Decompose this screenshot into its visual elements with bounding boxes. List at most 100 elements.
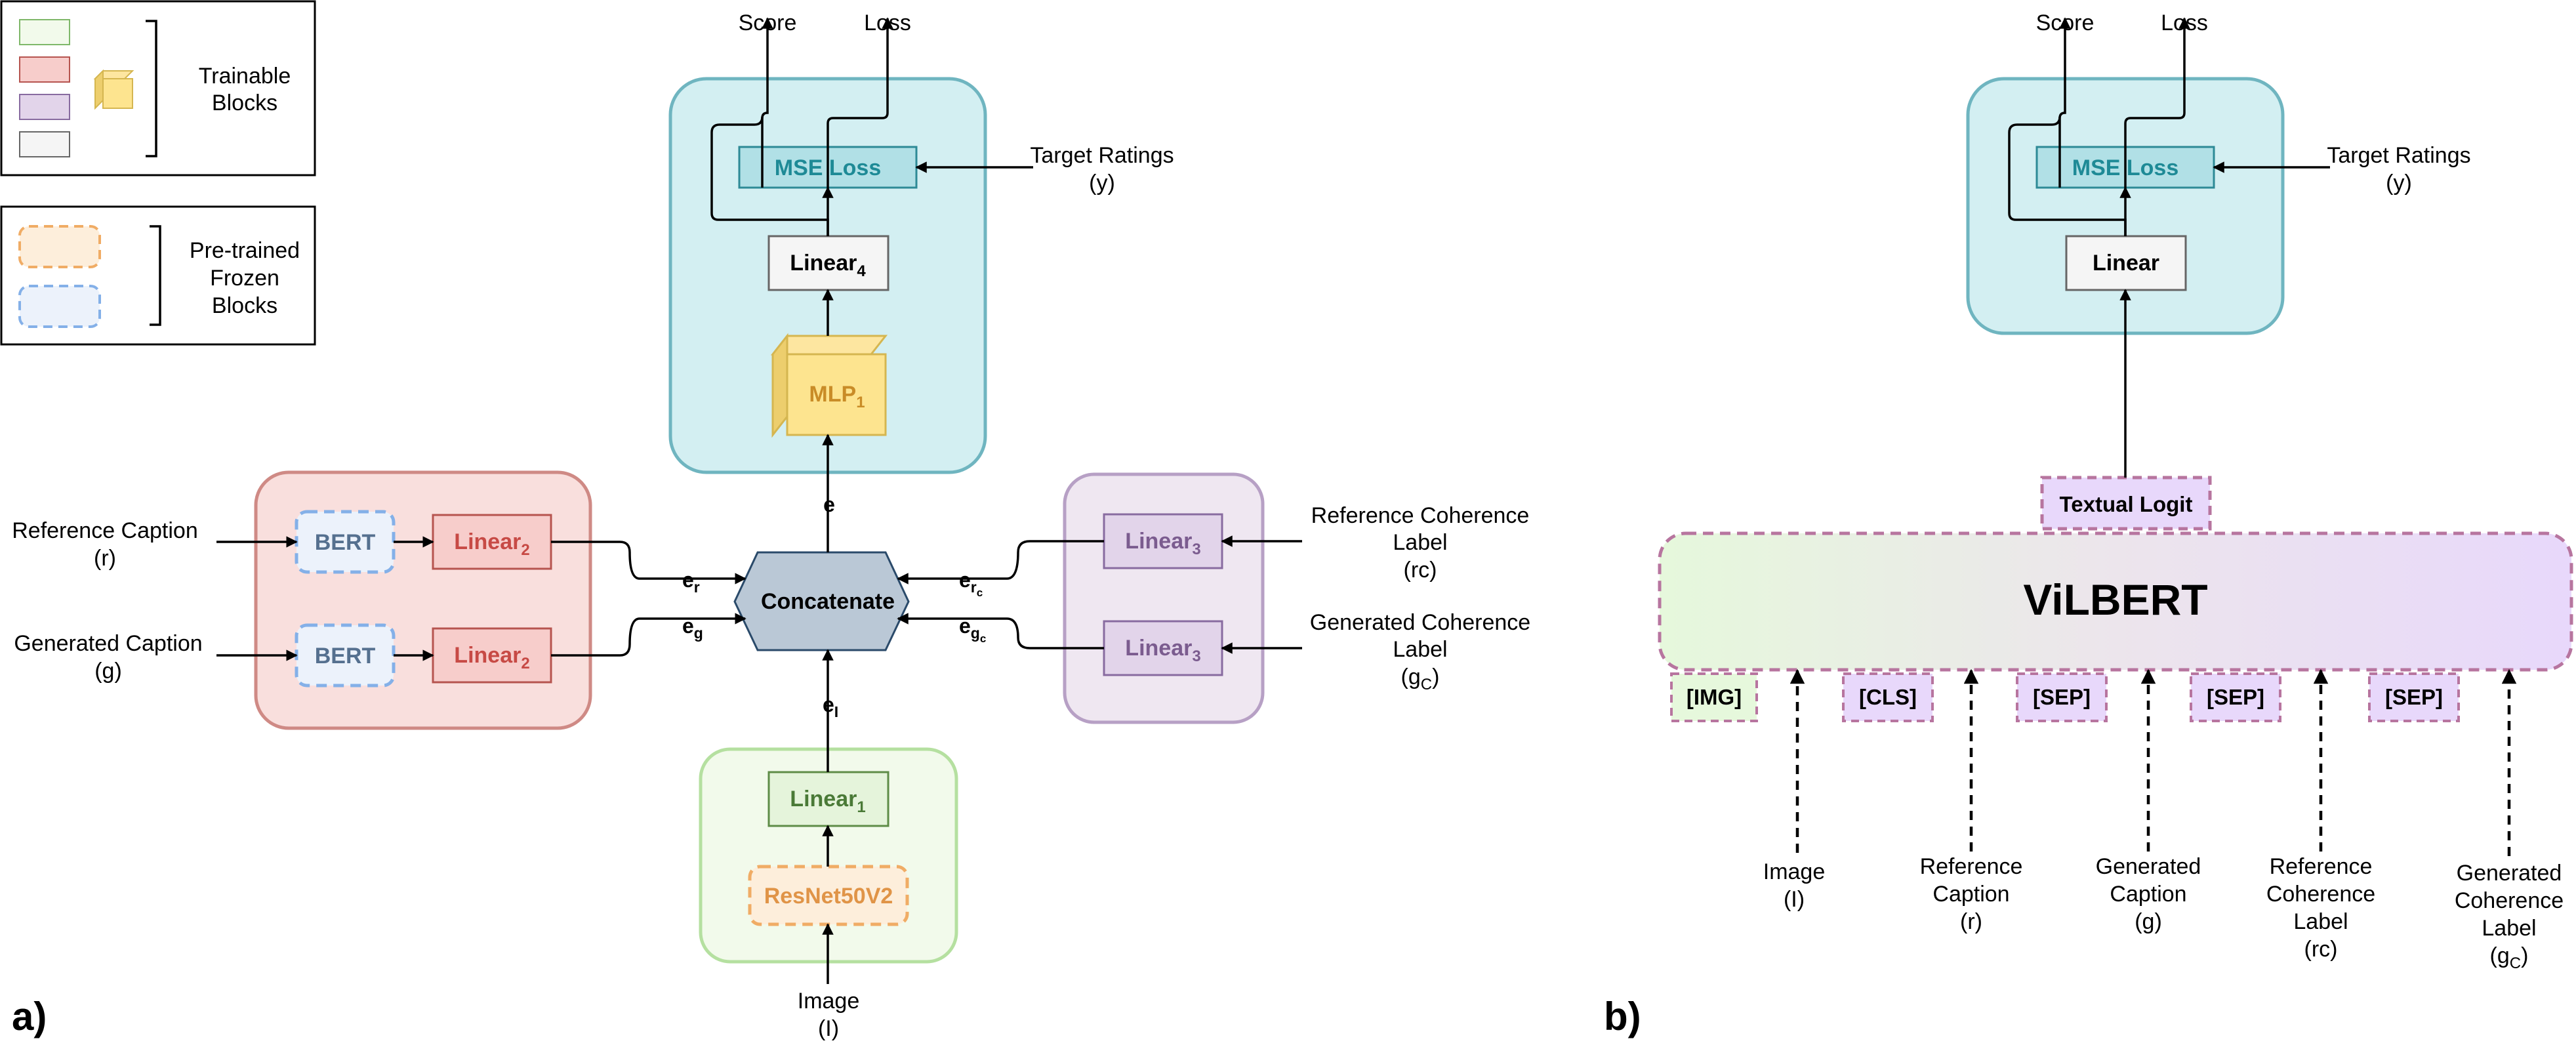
gen-caption-line2: (g) [94,659,122,684]
mlp1-label: MLP1 [809,382,865,411]
b-linear-block [2065,235,2187,291]
image-input-line1: Image [798,989,860,1014]
token-img-label: [IMG] [1687,685,1742,709]
b-target-line2: (y) [2386,171,2412,195]
legend-frozen-line2: Frozen [210,266,279,291]
vilbert-label: ViLBERT [2023,575,2207,624]
diagram-a: Score Loss MSE Loss Target Ratings (y) L… [12,10,1530,1041]
edge-linear2-ref-to-concat [551,541,746,585]
edge-linear3-ref-to-concat [897,540,1104,585]
linear4-block [767,235,889,291]
textual-logit-block [2040,476,2212,531]
bert-ref-label: BERT [315,530,376,555]
diagram-a-edges [216,17,1302,984]
b-input-gencap-line1: Generated [2096,854,2201,879]
linear4-label: Linear4 [790,251,866,280]
vilbert-block [1658,531,2573,672]
b-input-refcap-line2: Caption [1932,882,2009,907]
token-sep-1 [2016,672,2108,722]
legend-swatch-red [19,56,70,83]
linear2-gen-label: Linear2 [454,643,529,672]
b-edge-linear-to-score [2008,116,2127,236]
legend-swatch-purple [19,94,70,120]
target-ratings-line1: Target Ratings [1030,143,1174,168]
gen-coherence-line1: Generated Coherence [1310,610,1530,635]
gen-caption-line1: Generated Caption [14,631,202,656]
panel-label-b: b) [1604,995,1641,1038]
b-input-refcoh-line1: Reference [2270,854,2373,879]
linear3-ref-label: Linear3 [1125,529,1200,558]
b-input-refcoh-line2: Coherence [2266,882,2375,907]
b-input-refcoh-line3: Label [2293,909,2348,934]
b-input-refcoh-line4: (rc) [2304,937,2338,962]
b-input-gencoh-line1: Generated [2457,861,2562,886]
b-linear-label: Linear [2093,251,2159,276]
legend-trainable: Trainable Blocks [0,0,316,176]
linear2-ref-label: Linear2 [454,529,529,559]
gen-coherence-line2: Label [1393,637,1447,662]
embedding-erc-label: erc [959,568,983,599]
textual-logit-label: Textual Logit [2060,492,2193,516]
legend-swatch-blue-dashed [18,285,101,328]
linear3-gen-label: Linear3 [1125,636,1200,665]
edge-linear2-gen-to-concat [551,613,746,657]
resnet-label: ResNet50V2 [764,884,893,909]
coherence-encoder-group [1063,472,1265,724]
linear3-gen-block [1103,620,1223,676]
edge-linear4-to-score [710,116,829,236]
token-sep-2-label: [SEP] [2207,685,2264,709]
diagram-b-edges [1789,17,2517,856]
linear2-gen-block [432,627,552,684]
ref-coherence-line3: (rc) [1404,558,1437,583]
token-sep-3-label: [SEP] [2385,685,2443,709]
b-input-refcap-line3: (r) [1960,909,1982,934]
embedding-er-label: er [682,568,700,596]
legend-swatch-green [19,19,70,45]
target-ratings-line2: (y) [1089,171,1115,195]
edge-mse-to-loss [827,17,893,188]
token-sep-3 [2368,672,2460,722]
embedding-egc-label: egc [959,614,986,645]
b-input-gencap-line3: (g) [2135,909,2162,934]
legend-swatch-orange-dashed [18,225,101,268]
linear2-ref-block [432,514,552,570]
legend-trainable-bracket [146,20,157,157]
legend-frozen-line3: Blocks [212,293,277,318]
ref-coherence-line1: Reference Coherence [1311,503,1530,528]
b-input-gencoh-line3: Label [2482,916,2536,941]
token-sep-1-label: [SEP] [2033,685,2091,709]
concatenate-block [733,551,910,651]
diagram-b: Score Loss MSE Loss Target Ratings (y) L… [1604,10,2573,1038]
token-cls-label: [CLS] [1859,685,1917,709]
mlp1-block [770,333,888,438]
embedding-eg-label: eg [682,614,703,642]
panel-label-a: a) [12,995,47,1038]
b-edge-mse-to-loss [2124,17,2190,188]
token-sep-2 [2190,672,2281,722]
b-target-line1: Target Ratings [2327,143,2470,168]
image-input-line2: (I) [818,1016,839,1041]
b-input-gencoh-line4: (gC) [2490,943,2529,972]
legend-cube-icon [93,69,134,110]
linear1-label: Linear1 [790,787,865,816]
token-cls [1842,672,1934,722]
token-img [1670,672,1758,722]
legend-frozen: Pre-trained Frozen Blocks [0,205,316,346]
edge-linear3-gen-to-concat [897,613,1104,649]
embedding-e-label: e [823,493,835,516]
b-input-gencap-line2: Caption [2110,882,2186,907]
linear3-ref-block [1103,513,1223,569]
b-input-refcap-line1: Reference [1920,854,2023,879]
b-input-image-line1: Image [1763,859,1826,884]
legend-frozen-line1: Pre-trained [190,238,300,263]
ref-caption-line2: (r) [94,546,116,571]
embedding-ei-label: eI [823,693,838,720]
b-input-image-line2: (I) [1784,887,1805,912]
ref-coherence-line2: Label [1393,530,1447,555]
legend-swatch-gray [19,131,70,157]
b-input-gencoh-line2: Coherence [2455,888,2564,913]
gen-coherence-line3: (gC) [1401,665,1440,693]
concatenate-label: Concatenate [761,589,895,614]
ref-caption-line1: Reference Caption [12,518,198,543]
